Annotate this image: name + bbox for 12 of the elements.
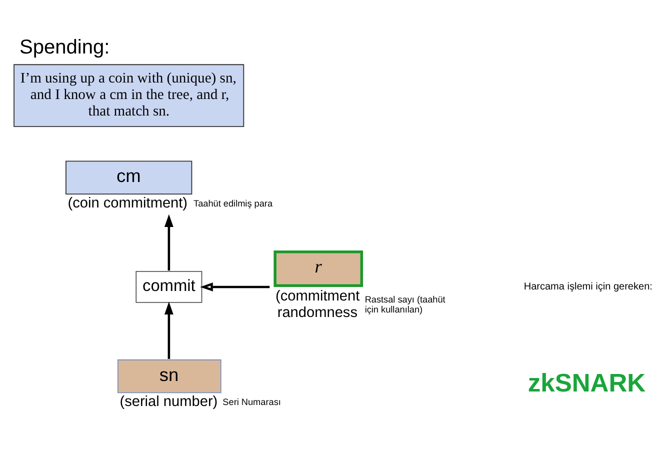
label: Harcama işlemi için gereken:: [524, 282, 652, 293]
arrow: [164, 302, 174, 359]
node-label: (commitment randomness: [276, 288, 360, 321]
arrow: [200, 282, 270, 292]
node-label: Seri Numarası: [222, 396, 281, 407]
node-label: Rastsal sayı (taahüt için kullanılan): [364, 294, 446, 314]
node-label: (serial number): [120, 394, 218, 410]
node-label: Taahüt edilmiş para: [194, 198, 273, 208]
arrow: [164, 214, 174, 271]
diagram-title: Spending:: [19, 36, 110, 58]
label: zkSNARK: [528, 370, 646, 398]
node-label: (coin commitment): [68, 196, 188, 212]
